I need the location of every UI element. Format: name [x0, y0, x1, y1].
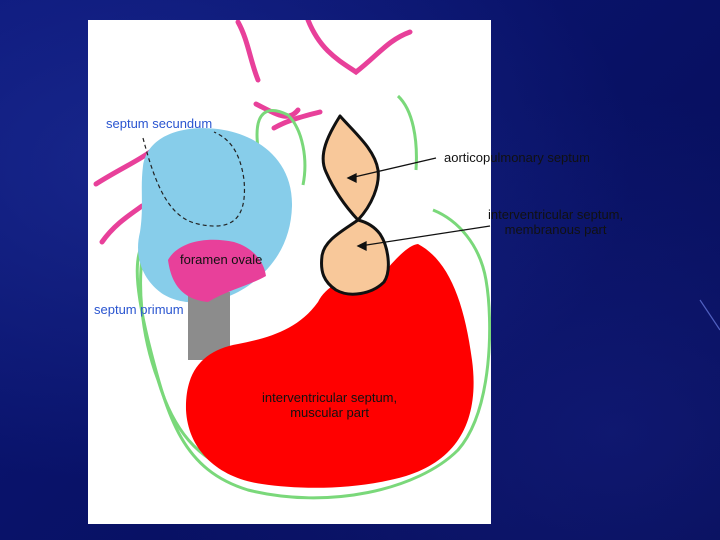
label-septum-primum: septum primum: [94, 302, 184, 317]
heart-septation-diagram: [93, 20, 491, 500]
decorative-streak: [699, 299, 720, 331]
label-ivs-muscular: interventricular septum, muscular part: [262, 390, 397, 420]
label-foramen-ovale: foramen ovale: [180, 252, 263, 267]
label-ivs-membranous-line2: membranous part: [504, 222, 607, 237]
pink-vessels: [93, 20, 413, 245]
septum-secundum-dashed-outline: [142, 131, 246, 227]
label-ivs-muscular-line1: interventricular septum,: [262, 390, 398, 405]
label-septum-secundum: septum secundum: [106, 116, 213, 131]
diagram-panel: septum secundum aorticopulmonary septum …: [88, 20, 623, 524]
aorticopulmonary-septum-shape: [320, 114, 390, 296]
septum-primum-shape: [188, 290, 230, 360]
label-arrows: [346, 157, 491, 252]
label-ivs-membranous-line1: interventricular septum,: [488, 207, 624, 222]
label-aorticopulmonary-septum: aorticopulmonary septum: [444, 150, 590, 165]
label-ivs-membranous: interventricular septum, membranous part: [488, 207, 623, 237]
foramen-ovale-shape: [168, 239, 266, 302]
interventricular-muscular-shape: [185, 244, 474, 488]
label-ivs-muscular-line2: muscular part: [290, 405, 369, 420]
